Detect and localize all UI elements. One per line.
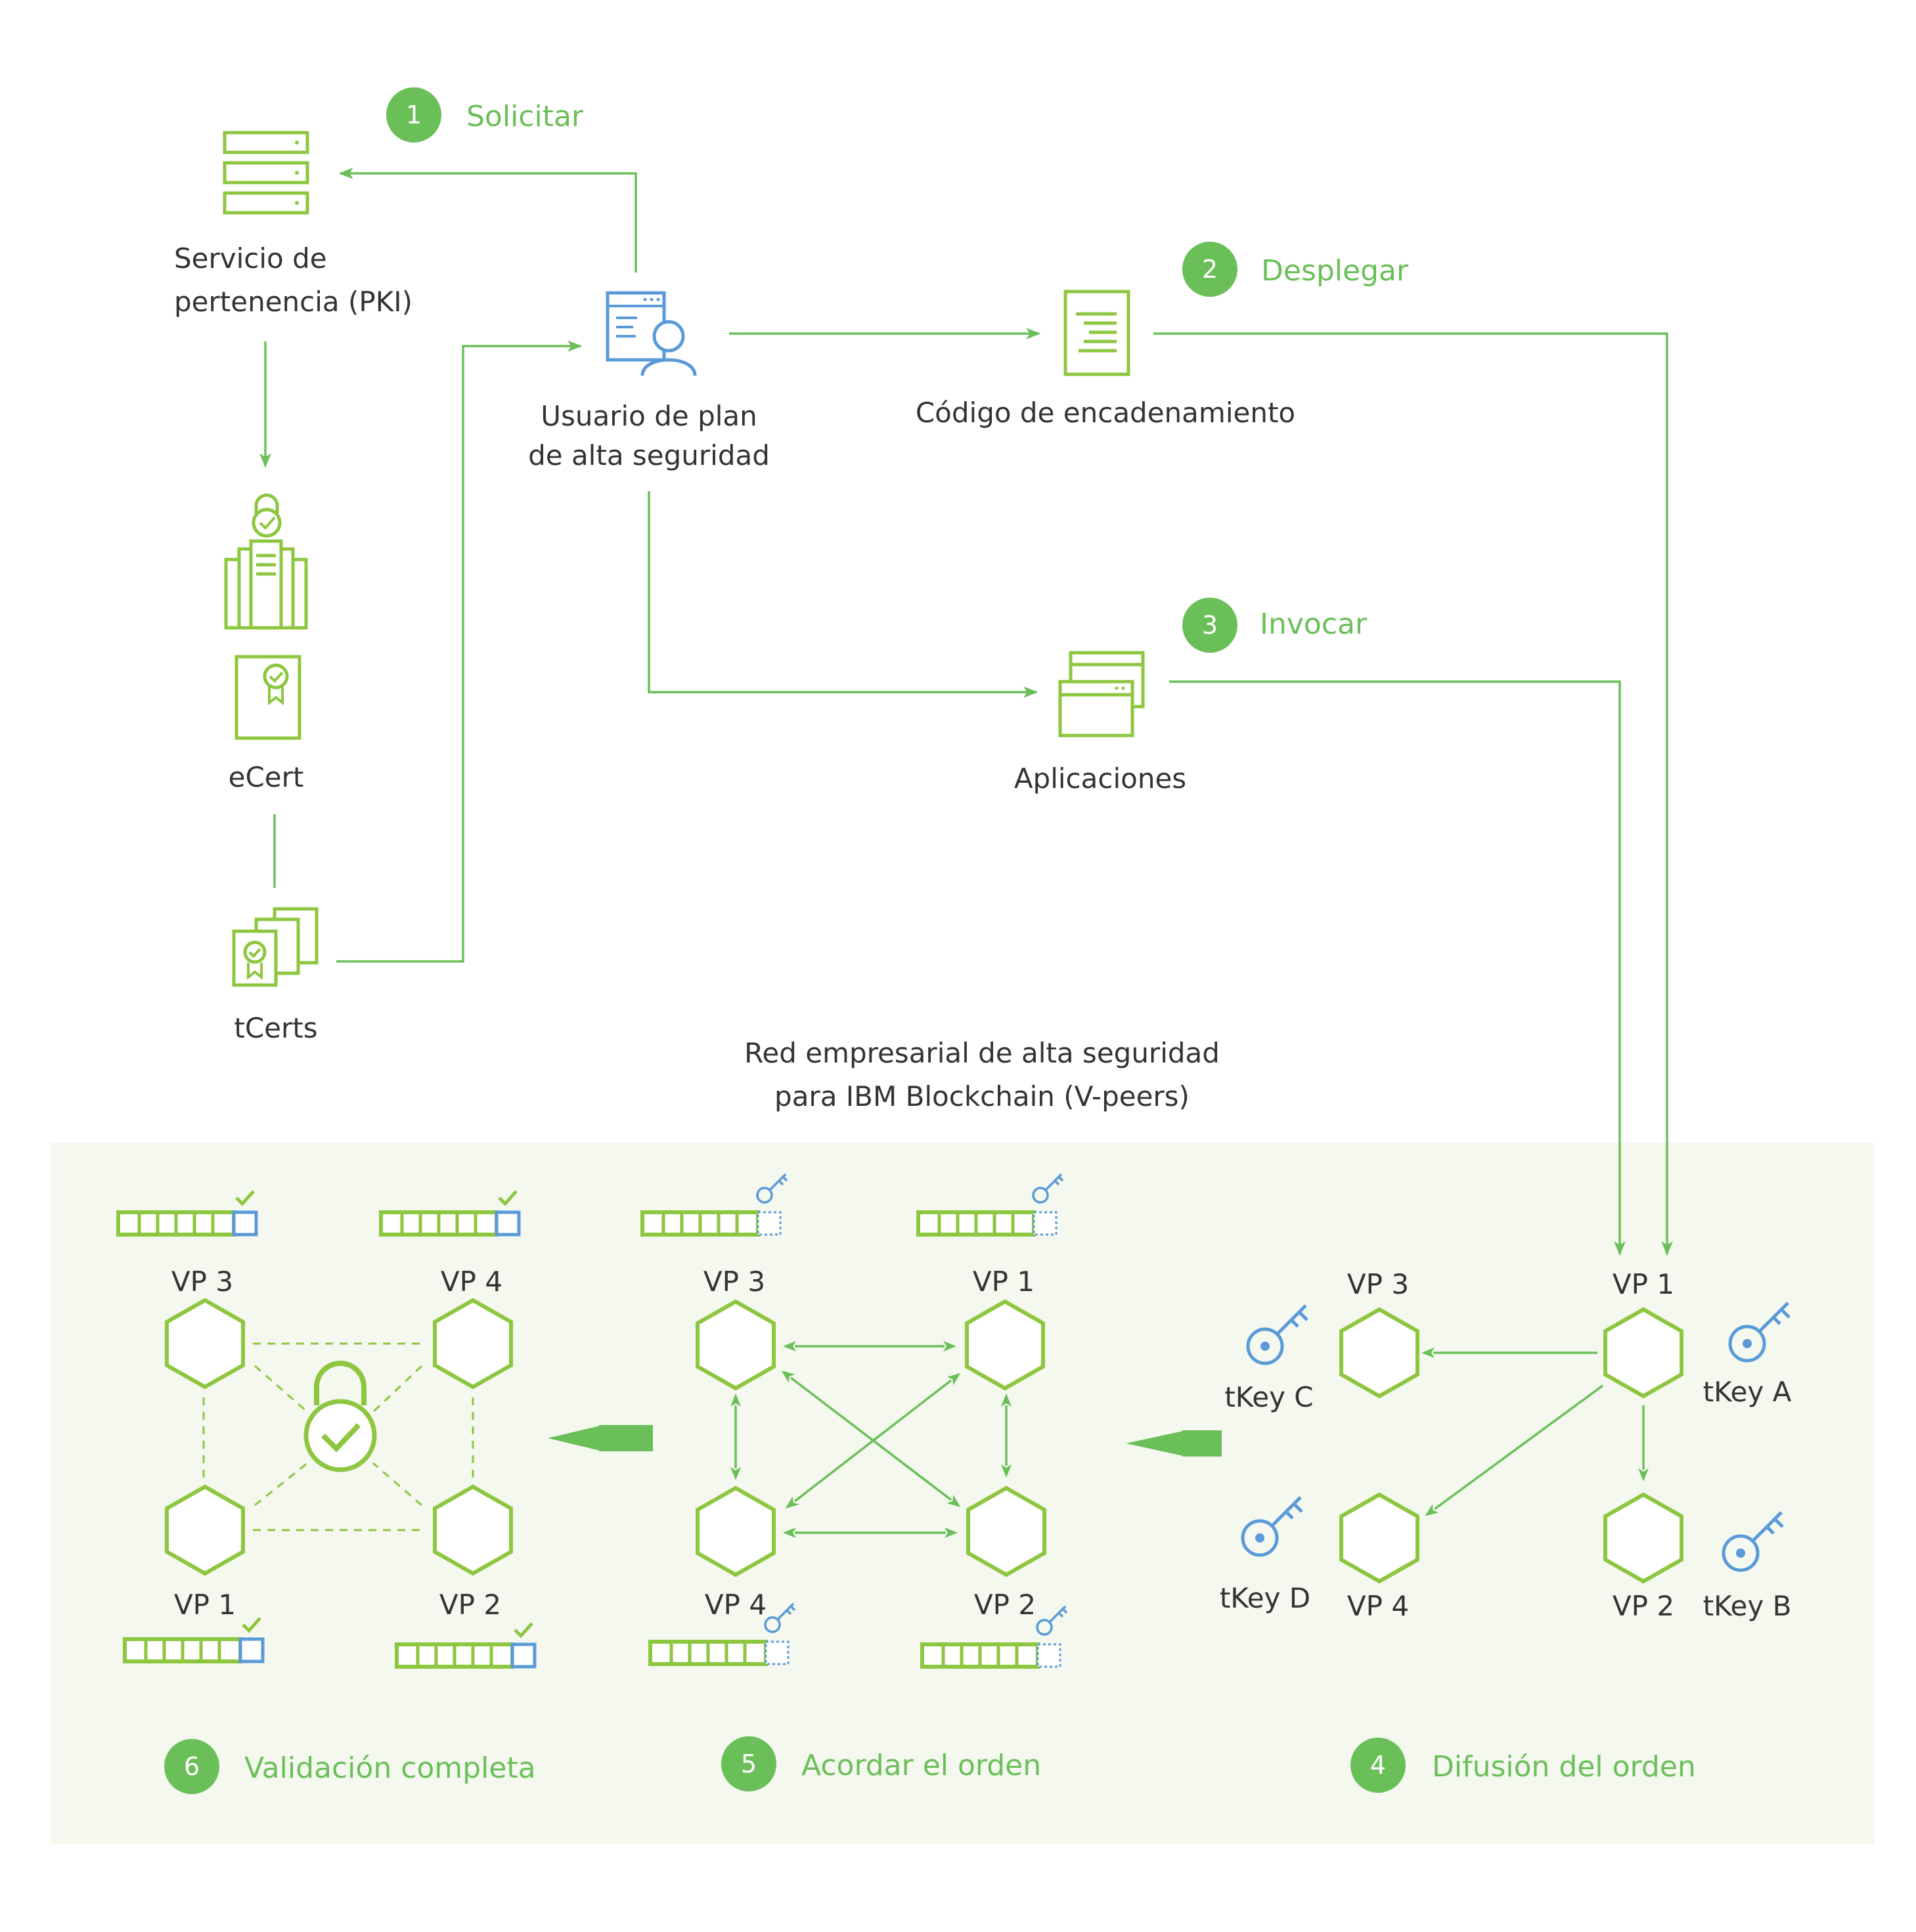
connector-lines bbox=[259, 167, 1673, 1256]
validate-vp4-label: VP 4 bbox=[441, 1265, 502, 1298]
check-icon bbox=[498, 1190, 518, 1206]
svg-text:5: 5 bbox=[741, 1749, 757, 1778]
flow-arrow-5-to-6-shaft bbox=[599, 1425, 653, 1451]
agree-vp2-label: VP 2 bbox=[974, 1589, 1036, 1621]
flow-arrow-4-to-5-shaft bbox=[1182, 1430, 1222, 1457]
step-2: 2 Desplegar bbox=[1182, 242, 1409, 297]
tkey-a-label: tKey A bbox=[1703, 1376, 1792, 1408]
step-6: 6 Validación completa bbox=[164, 1739, 536, 1794]
agree-vp1-node bbox=[967, 1302, 1043, 1388]
membership-service-label: Servicio de bbox=[174, 242, 327, 274]
broadcast-panel: VP 1 VP 3 VP 2 VP 4 tKey A tKey B tKey C… bbox=[1220, 1268, 1792, 1622]
step-1: 1 Solicitar bbox=[386, 87, 584, 143]
validate-vp2-label: VP 2 bbox=[439, 1589, 501, 1621]
broadcast-vp1-node bbox=[1605, 1309, 1682, 1396]
broadcast-vp1-label: VP 1 bbox=[1613, 1268, 1674, 1300]
svg-text:3: 3 bbox=[1202, 611, 1218, 640]
flow-arrow-5-to-6 bbox=[548, 1425, 603, 1451]
tkey-b-label: tKey B bbox=[1703, 1590, 1792, 1622]
agree-vp3-node bbox=[698, 1302, 774, 1388]
validate-vp3-node bbox=[167, 1300, 243, 1387]
user-label-2: de alta seguridad bbox=[528, 439, 770, 472]
flow-arrow-4-to-5 bbox=[1126, 1430, 1186, 1457]
applications-icon bbox=[1058, 651, 1145, 737]
ecert-icon bbox=[234, 655, 301, 740]
validate-panel: VP 3 VP 4 VP 1 VP 2 bbox=[167, 1265, 511, 1621]
network-title: Red empresarial de alta seguridad bbox=[744, 1037, 1220, 1069]
ledger-validate-vp3 bbox=[116, 1190, 258, 1237]
validate-vp1-label: VP 1 bbox=[174, 1589, 236, 1621]
svg-text:Difusión del orden: Difusión del orden bbox=[1432, 1750, 1696, 1784]
check-icon bbox=[514, 1622, 533, 1638]
chaincode-label: Código de encadenamiento bbox=[916, 397, 1295, 429]
chaincode-document-icon bbox=[1063, 290, 1130, 376]
user-label: Usuario de plan bbox=[541, 400, 757, 432]
ecert-label: eCert bbox=[229, 761, 304, 793]
check-icon bbox=[242, 1617, 261, 1633]
check-icon bbox=[235, 1190, 255, 1206]
tkey-c-label: tKey C bbox=[1224, 1381, 1313, 1413]
broadcast-vp4-node bbox=[1341, 1495, 1417, 1581]
network-title-2: para IBM Blockchain (V-peers) bbox=[774, 1080, 1190, 1112]
server-icon bbox=[223, 131, 309, 215]
broadcast-vp3-node bbox=[1341, 1309, 1417, 1396]
ledger-bars bbox=[116, 1173, 1068, 1669]
validate-vp1-node bbox=[167, 1487, 243, 1573]
applications-label: Aplicaciones bbox=[1014, 762, 1186, 795]
tkey-d-label: tKey D bbox=[1220, 1582, 1310, 1614]
agree-panel: VP 3 VP 1 VP 4 VP 2 bbox=[698, 1265, 1044, 1621]
svg-text:Desplegar: Desplegar bbox=[1261, 254, 1409, 288]
svg-text:4: 4 bbox=[1370, 1751, 1386, 1780]
validate-vp2-node bbox=[435, 1487, 511, 1573]
broadcast-vp2-label: VP 2 bbox=[1613, 1590, 1674, 1622]
agree-vp3-label: VP 3 bbox=[703, 1265, 765, 1298]
agree-vp4-node bbox=[698, 1488, 774, 1575]
ledger-agree-vp3 bbox=[640, 1173, 788, 1237]
svg-text:6: 6 bbox=[184, 1752, 200, 1781]
user-icon bbox=[606, 291, 697, 376]
agree-vp1-label: VP 1 bbox=[973, 1265, 1035, 1298]
validate-vp4-node bbox=[435, 1300, 511, 1387]
tcerts-label: tCerts bbox=[234, 1012, 317, 1044]
agree-vp4-label: VP 4 bbox=[705, 1589, 767, 1621]
ledger-agree-vp4 bbox=[648, 1602, 796, 1666]
broadcast-vp2-node bbox=[1605, 1495, 1682, 1581]
svg-text:Invocar: Invocar bbox=[1260, 607, 1368, 641]
lock-check-icon bbox=[303, 1361, 377, 1472]
svg-text:1: 1 bbox=[406, 100, 422, 129]
tcerts-icon bbox=[232, 907, 319, 987]
step-3: 3 Invocar bbox=[1182, 598, 1368, 653]
svg-text:2: 2 bbox=[1202, 255, 1218, 284]
broadcast-vp3-label: VP 3 bbox=[1347, 1268, 1409, 1300]
network-panel bbox=[51, 1143, 1874, 1844]
svg-text:Acordar el orden: Acordar el orden bbox=[801, 1749, 1041, 1782]
broadcast-vp4-label: VP 4 bbox=[1347, 1590, 1409, 1622]
ledger-validate-vp2 bbox=[395, 1622, 537, 1669]
validate-vp3-label: VP 3 bbox=[171, 1265, 233, 1298]
membership-service-label-2: pertenencia (PKI) bbox=[174, 286, 412, 318]
svg-text:Validación completa: Validación completa bbox=[244, 1751, 536, 1785]
ledger-agree-vp2 bbox=[920, 1605, 1068, 1669]
ledger-validate-vp1 bbox=[123, 1617, 265, 1663]
agree-vp2-node bbox=[968, 1488, 1044, 1575]
step-4: 4 Difusión del orden bbox=[1350, 1738, 1696, 1793]
ledger-agree-vp1 bbox=[916, 1173, 1064, 1237]
ledger-validate-vp4 bbox=[379, 1190, 521, 1237]
locked-documents-icon bbox=[224, 493, 308, 630]
svg-text:Solicitar: Solicitar bbox=[466, 100, 584, 133]
step-5: 5 Acordar el orden bbox=[721, 1736, 1041, 1791]
